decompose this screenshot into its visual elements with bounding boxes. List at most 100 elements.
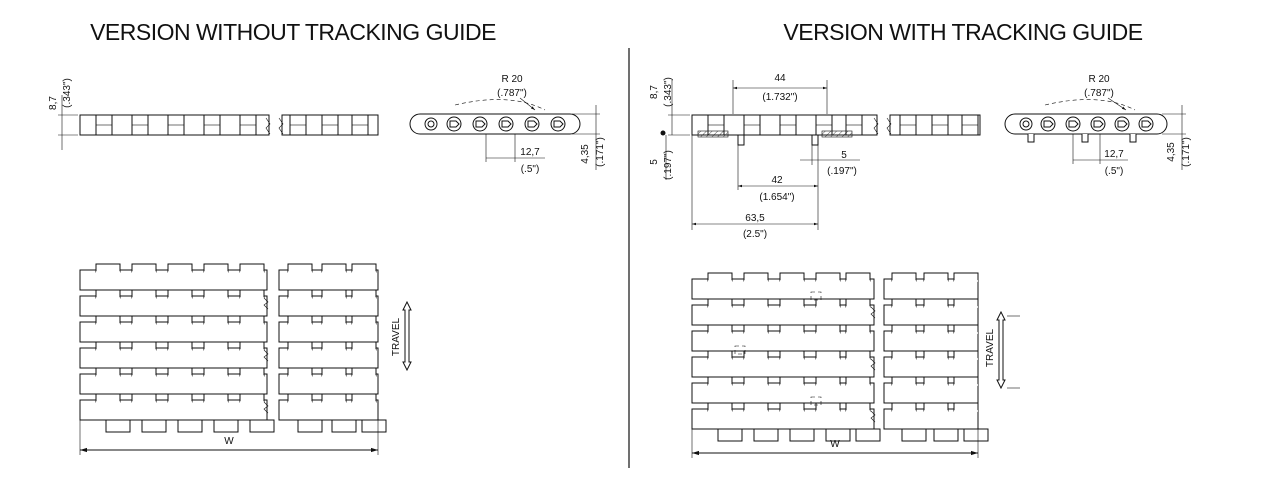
break-mark: [263, 297, 269, 310]
belt-row-segment: [883, 408, 979, 430]
belt-row-segment: [883, 304, 979, 326]
belt-tooth: [845, 298, 871, 308]
belt-tooth: [95, 367, 121, 377]
belt-row-segment: [278, 373, 379, 395]
belt-tooth: [203, 315, 229, 325]
right-guide-width-mm: 5: [841, 150, 847, 161]
link-pin: [472, 116, 488, 132]
belt-row-segment: [691, 330, 875, 352]
belt-tooth: [239, 367, 265, 377]
belt-tooth: [287, 289, 313, 299]
belt-tooth-bottom: [963, 428, 989, 442]
belt-row-segment: [79, 269, 268, 291]
belt-tooth: [95, 341, 121, 351]
left-pitch-mm: 12,7: [520, 147, 540, 158]
link-body: [475, 120, 486, 128]
belt-tooth: [351, 289, 377, 299]
belt-row-segment: [278, 295, 379, 317]
belt-tooth: [203, 393, 229, 403]
belt-tooth: [321, 341, 347, 351]
belt-tooth-bottom: [297, 419, 323, 433]
belt-row-segment: [278, 347, 379, 369]
belt-tooth: [287, 315, 313, 325]
left-travel-indicator: TRAVEL: [391, 300, 412, 372]
belt-tooth: [779, 376, 805, 386]
belt-tooth: [131, 341, 157, 351]
link-pin: [1114, 116, 1130, 132]
belt-tooth-bottom: [141, 419, 167, 433]
belt-row-segment: [883, 356, 979, 378]
right-radius-in: (.787"): [1084, 88, 1114, 99]
belt-tooth-bottom: [855, 428, 881, 442]
left-radius-in: (.787"): [497, 88, 527, 99]
left-top-view: W: [79, 263, 387, 455]
belt-tooth: [167, 263, 193, 273]
belt-tooth-bottom: [901, 428, 927, 442]
right-wrap-view: R 20 (.787"): [1004, 74, 1168, 143]
left-width-label: W: [224, 436, 234, 447]
belt-tooth: [923, 376, 949, 386]
belt-tooth: [845, 376, 871, 386]
left-height-mm: 4,35: [580, 144, 591, 164]
belt-tooth-bottom: [825, 428, 851, 442]
belt-tooth: [321, 315, 347, 325]
belt-tooth: [953, 350, 979, 360]
left-pitch-in: (.5"): [521, 164, 540, 175]
link-body: [1043, 120, 1054, 128]
belt-tooth: [239, 315, 265, 325]
belt-tooth: [351, 341, 377, 351]
belt-tooth: [95, 393, 121, 403]
belt-tooth-bottom: [789, 428, 815, 442]
belt-tooth: [923, 272, 949, 282]
right-guide-offset-dimension: 42 (1.654"): [737, 145, 819, 230]
left-travel-label: TRAVEL: [391, 317, 402, 356]
belt-tooth: [779, 402, 805, 412]
belt-tooth: [707, 402, 733, 412]
link-body: [449, 120, 460, 128]
belt-tooth-bottom: [177, 419, 203, 433]
link-pin: [550, 116, 566, 132]
belt-tooth: [743, 350, 769, 360]
right-panel-title: VERSION WITH TRACKING GUIDE: [783, 19, 1142, 45]
belt-tooth: [845, 350, 871, 360]
belt-tooth: [923, 402, 949, 412]
belt-row-segment: [79, 399, 268, 421]
belt-tooth: [815, 272, 841, 282]
left-thickness-mm: 8,7: [48, 96, 59, 110]
link-pin: [1065, 116, 1081, 132]
belt-tooth: [167, 315, 193, 325]
right-thickness-dimension: 8,7 (.343"): [649, 77, 690, 136]
belt-row-segment: [883, 382, 979, 404]
belt-tooth: [321, 393, 347, 403]
right-guide-height-dimension: 5 (.197"): [649, 135, 674, 180]
right-module-width-mm: 63,5: [745, 213, 765, 224]
belt-tooth: [845, 402, 871, 412]
belt-tooth: [131, 315, 157, 325]
right-top-view: W: [691, 272, 989, 458]
link-body: [1068, 120, 1079, 128]
belt-tooth: [953, 402, 979, 412]
belt-tooth: [891, 298, 917, 308]
break-mark: [870, 358, 876, 371]
belt-tooth: [923, 324, 949, 334]
belt-tooth: [351, 393, 377, 403]
belt-tooth: [743, 272, 769, 282]
left-thickness-dimension: 8,7 (.343"): [48, 78, 78, 150]
right-pitch-mm: 12,7: [1104, 149, 1124, 160]
left-pitch-dimension: 12,7 (.5"): [485, 134, 545, 175]
belt-row-segment: [79, 295, 268, 317]
belt-row-segment: [691, 356, 875, 378]
belt-tooth: [287, 341, 313, 351]
belt-tooth: [321, 263, 347, 273]
link-body: [1093, 120, 1104, 128]
belt-tooth: [287, 393, 313, 403]
link-body: [553, 120, 564, 128]
right-module-width-in: (2.5"): [743, 229, 767, 240]
belt-tooth: [167, 289, 193, 299]
belt-tooth: [815, 298, 841, 308]
break-mark: [870, 410, 876, 423]
belt-tooth: [707, 298, 733, 308]
right-height-mm: 4,35: [1166, 142, 1177, 162]
right-travel-label: TRAVEL: [985, 328, 996, 367]
belt-row-segment: [79, 347, 268, 369]
